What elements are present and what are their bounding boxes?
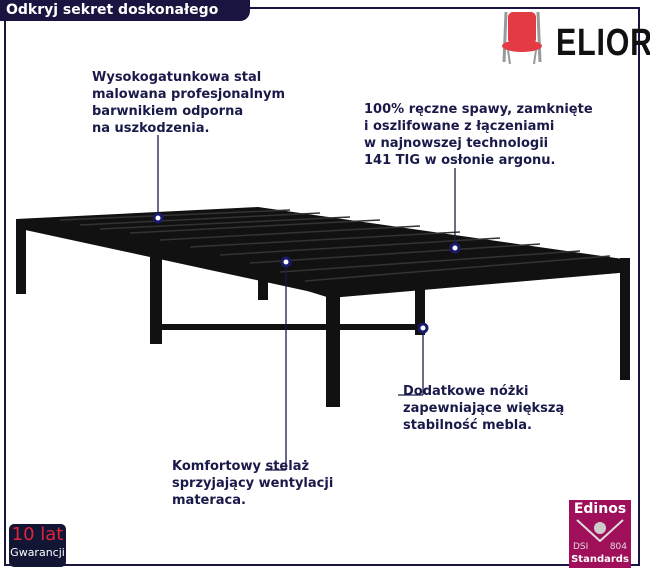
edinos-badge: Edinos DSI 804 Standards [569,500,631,568]
frame-border [4,7,640,566]
warranty-badge: 10 lat Gwarancji [9,524,66,567]
edinos-804: 804 [609,542,627,552]
header-title: Odkryj sekret doskonałego snu [0,0,250,39]
red-chair-icon [502,11,542,65]
edinos-title: Edinos [573,501,627,517]
annotation-welds: 100% ręczne spawy, zamknięte i oszlifowa… [364,102,593,168]
annotation-dots [152,212,461,334]
annotation-steel: Wysokogatunkowa stal malowana profesjona… [92,70,286,136]
bed-frame [16,207,630,407]
bed-slats [59,209,611,282]
warranty-years: 10 lat [11,524,64,545]
brand-logo: ELIOR [556,22,650,64]
edinos-code-row: DSI 804 [569,542,631,553]
edinos-standards: Standards [571,554,629,565]
warranty-label: Gwarancji [10,546,65,559]
edinos-dsi: DSI [573,542,589,552]
annotation-lines [157,135,456,471]
edinos-v-icon [576,519,624,542]
annotation-legs: Dodatkowe nóżki zapewniające większą sta… [403,384,565,433]
annotation-slats: Komfortowy stelaż sprzyjający wentylacji… [172,459,334,508]
